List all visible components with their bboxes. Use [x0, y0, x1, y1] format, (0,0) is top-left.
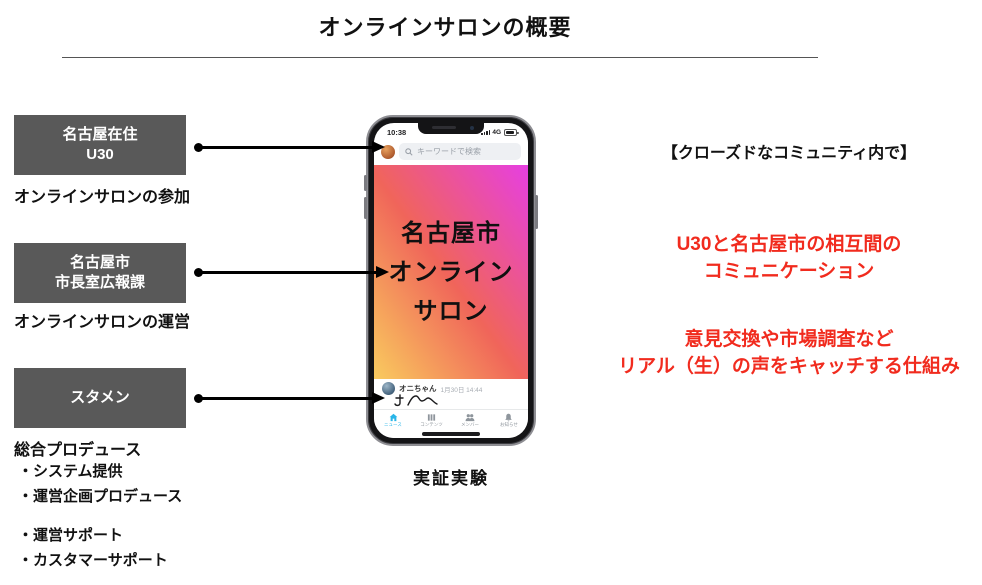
network-label: 4G [492, 129, 501, 136]
arrow-shaft [199, 397, 377, 400]
home-indicator [422, 432, 480, 436]
arrow-dot [194, 143, 203, 152]
page-title: オンラインサロンの概要 [318, 15, 572, 40]
stamen-services-list: ・システム提供 ・運営企画プロデュース ・運営サポート ・カスタマーサポート [18, 459, 182, 573]
tab-news[interactable]: ニュース [374, 410, 413, 430]
speaker-slot [432, 126, 456, 129]
power-button [535, 195, 538, 229]
tab-label: お知らせ [499, 421, 518, 428]
actor-box-stamen-line1: スタメン [70, 388, 130, 406]
list-item: ・運営サポート [18, 527, 124, 544]
search-icon [405, 147, 413, 156]
post-avatar [382, 382, 395, 395]
home-indicator-zone [374, 430, 528, 438]
arrow-dot [194, 268, 203, 277]
title-underline [62, 57, 818, 58]
tab-label: コンテンツ [420, 421, 443, 428]
bell-icon [505, 413, 512, 421]
feedback-message-line2: リアル（生）の声をキャッチする仕組み [618, 356, 960, 377]
arrowhead-icon [372, 392, 385, 404]
search-placeholder: キーワードで検索 [417, 147, 481, 156]
list-item: ・カスタマーサポート [18, 552, 168, 569]
actor-role-produce: 総合プロデュース [14, 442, 142, 459]
home-icon [389, 413, 398, 421]
arrow-shaft [199, 146, 377, 149]
communication-message-line2: コミュニケーション [703, 261, 875, 282]
contents-icon [428, 413, 436, 421]
status-bar: 10:38 4G [374, 123, 528, 140]
volume-up-button [364, 175, 367, 191]
volume-down-button [364, 197, 367, 219]
post-timestamp: 1月30日 14:44 [440, 386, 483, 394]
search-row: キーワードで検索 [374, 140, 528, 165]
actor-box-city-line1: 名古屋市 [69, 253, 130, 271]
arrow-dot [194, 394, 203, 403]
communication-message: U30と名古屋市の相互間の コミュニケーション [596, 231, 982, 285]
post-header: オニちゃん 1月30日 14:44 [382, 382, 528, 395]
communication-message-line1: U30と名古屋市の相互間の [676, 234, 902, 255]
notch [418, 123, 484, 134]
arrowhead-icon [376, 266, 389, 278]
bottom-nav: ニュース コンテンツ メンバー [374, 409, 528, 430]
phone-screen: 10:38 4G キーワードで検索 名古屋市 [374, 123, 528, 438]
actor-role-participation: オンラインサロンの参加 [14, 189, 191, 206]
tab-notice[interactable]: お知らせ [490, 410, 529, 430]
battery-icon [504, 129, 519, 136]
post-row: オニちゃん 1月30日 14:44 [374, 379, 528, 409]
salon-banner: 名古屋市 オンライン サロン [374, 165, 528, 379]
tab-label: メンバー [461, 421, 480, 428]
phone-caption: 実証実験 [413, 469, 489, 488]
search-input: キーワードで検索 [399, 143, 521, 160]
banner-line1: 名古屋市 [401, 219, 501, 247]
header: オンラインサロンの概要 [0, 10, 890, 42]
status-icons: 4G [481, 129, 519, 136]
front-camera [470, 125, 474, 130]
closed-community-heading: 【クローズドなコミュニティ内で】 [661, 145, 917, 162]
tab-members[interactable]: メンバー [451, 410, 490, 430]
feedback-message-line1: 意見交換や市場調査など [684, 329, 894, 350]
actor-box-city-line2: 市長室広報課 [54, 274, 145, 291]
actor-box-stamen: スタメン [14, 368, 186, 428]
list-item: ・運営企画プロデュース [18, 488, 183, 505]
tab-label: ニュース [384, 421, 403, 428]
handwriting-scribble [394, 394, 438, 407]
post-username: オニちゃん [399, 384, 437, 393]
members-icon [465, 413, 475, 421]
tab-contents[interactable]: コンテンツ [413, 410, 452, 430]
arrowhead-icon [372, 141, 385, 153]
actor-box-u30: 名古屋在住 U30 [14, 115, 186, 175]
list-item: ・システム提供 [18, 463, 123, 480]
status-time: 10:38 [387, 128, 407, 137]
actor-role-operation: オンラインサロンの運営 [14, 314, 191, 331]
signal-icon [481, 129, 491, 136]
banner-line3: サロン [413, 297, 489, 325]
actor-box-u30-line2: U30 [86, 146, 114, 163]
feedback-message: 意見交換や市場調査など リアル（生）の声をキャッチする仕組み [596, 326, 982, 380]
phone-mockup: 10:38 4G キーワードで検索 名古屋市 [364, 115, 538, 446]
banner-line2: オンライン [388, 258, 514, 286]
arrow-shaft [199, 271, 381, 274]
actor-box-u30-line1: 名古屋在住 [62, 125, 138, 143]
actor-box-city: 名古屋市 市長室広報課 [14, 243, 186, 303]
